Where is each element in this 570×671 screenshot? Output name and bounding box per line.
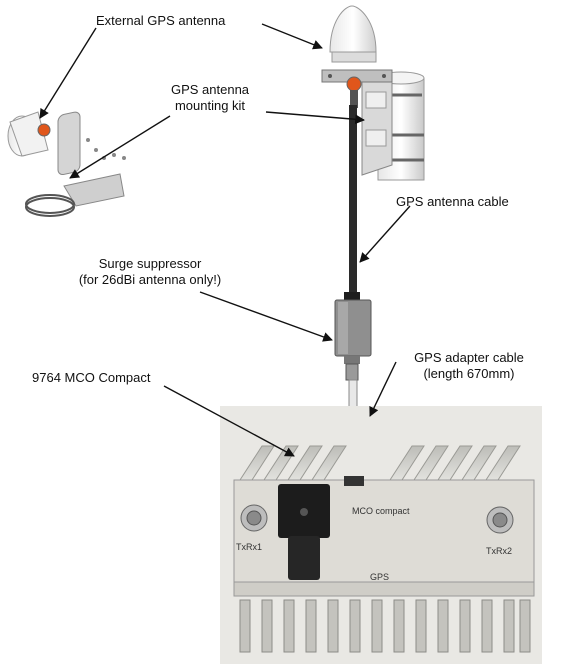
arrow-surge-suppressor [200, 292, 332, 340]
mco-compact-device [220, 406, 542, 664]
label-mco-compact: 9764 MCO Compact [32, 370, 151, 386]
label-adapter-line1: GPS adapter cable [394, 350, 544, 366]
device-port-right-text: TxRx2 [486, 546, 512, 556]
arrow-mounting-kit-left [70, 116, 170, 178]
label-adapter-line2: (length 670mm) [394, 366, 544, 382]
device-model-text: MCO compact [352, 506, 410, 516]
label-external-gps-antenna: External GPS antenna [96, 13, 225, 29]
label-mounting-kit: GPS antenna mounting kit [160, 82, 260, 114]
exploded-antenna-kit [8, 111, 126, 216]
arrow-external-antenna-top [262, 24, 322, 48]
label-surge-line2: (for 26dBi antenna only!) [62, 272, 238, 288]
label-mounting-kit-line2: mounting kit [160, 98, 260, 114]
label-adapter-cable: GPS adapter cable (length 670mm) [394, 350, 544, 382]
label-antenna-cable: GPS antenna cable [396, 194, 509, 210]
label-mounting-kit-line1: GPS antenna [160, 82, 260, 98]
antenna-cable [349, 105, 357, 297]
arrow-antenna-cable [360, 206, 410, 262]
device-port-left-text: TxRx1 [236, 542, 262, 552]
label-surge-line1: Surge suppressor [62, 256, 238, 272]
arrow-external-antenna-left [40, 28, 96, 118]
label-surge-suppressor: Surge suppressor (for 26dBi antenna only… [62, 256, 238, 288]
device-gps-text: GPS [370, 572, 389, 582]
surge-suppressor [335, 300, 371, 380]
mounted-antenna [322, 6, 424, 180]
